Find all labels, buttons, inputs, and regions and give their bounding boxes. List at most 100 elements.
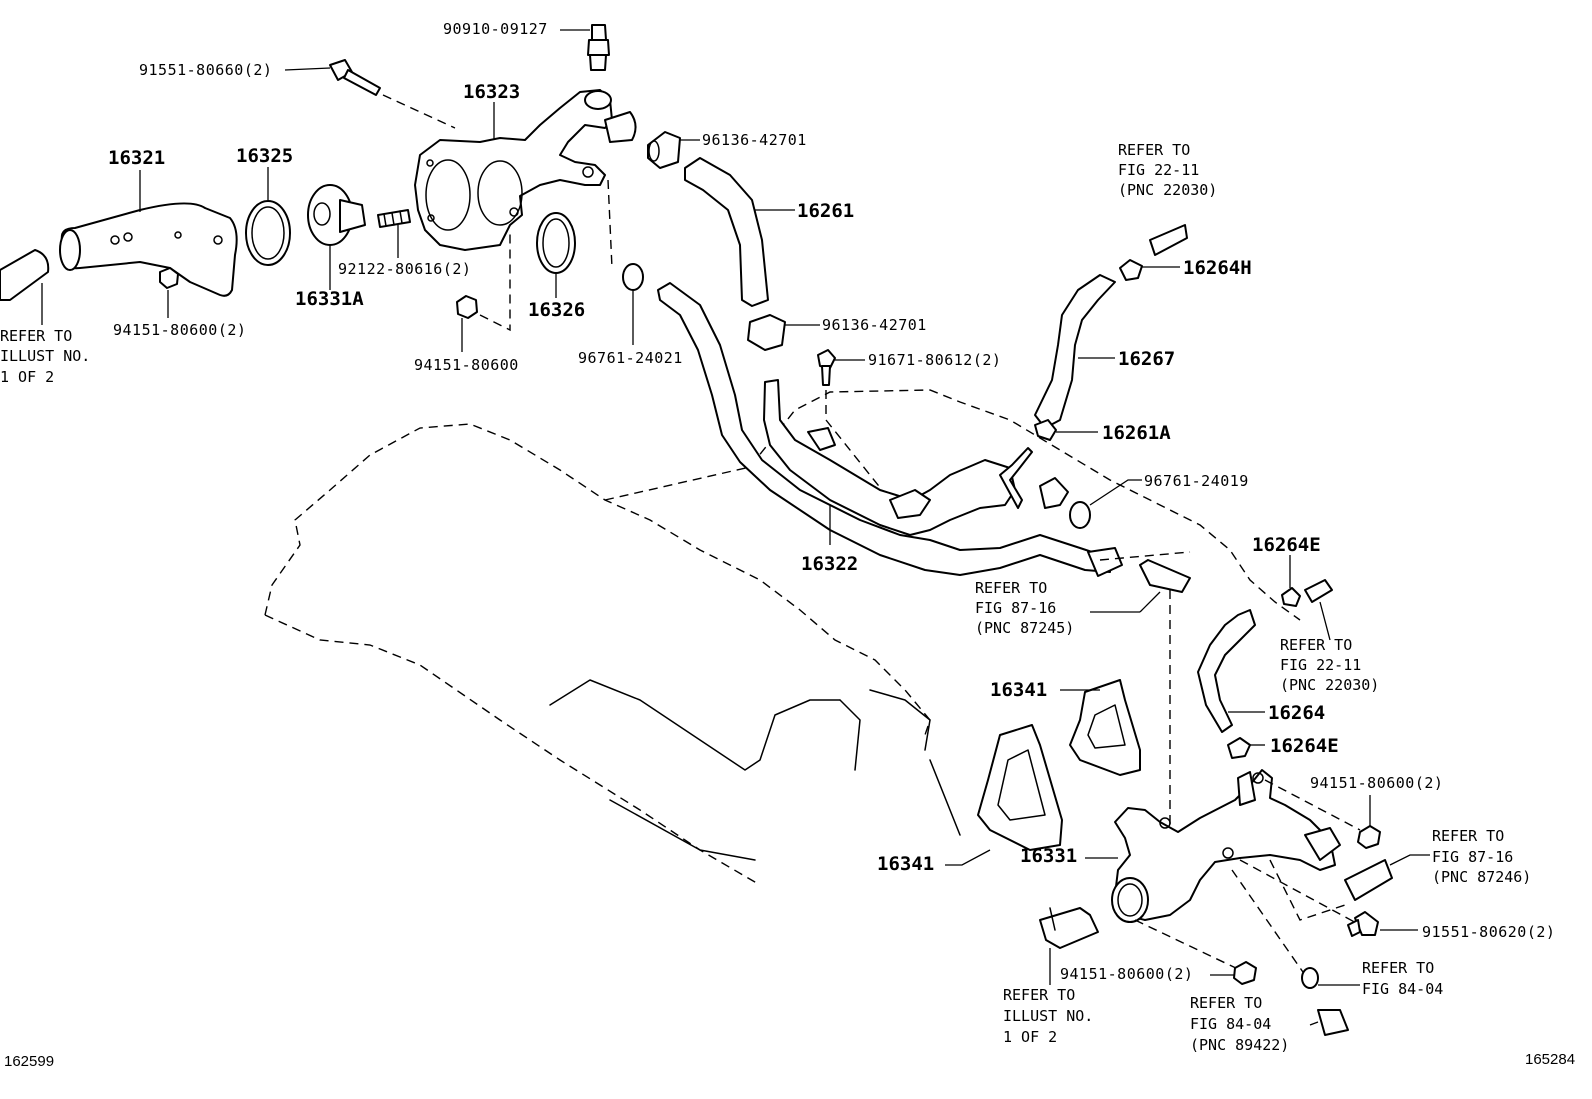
label-16323: 16323 xyxy=(463,81,520,103)
label-16261A: 16261A xyxy=(1102,422,1171,444)
ref-fig22-right: REFER TO FIG 22-11 (PNC 22030) xyxy=(1280,636,1379,694)
hose-to-fig87-245 xyxy=(1090,559,1191,613)
pump-guide-lines xyxy=(1134,779,1361,976)
inlet-hose-stub xyxy=(0,249,50,325)
gasket-16326 xyxy=(536,212,576,298)
gasket-16341-top xyxy=(1060,679,1141,776)
label-96136-42701-bottom: 96136-42701 xyxy=(822,316,927,334)
water-inlet-pipe-16321 xyxy=(59,170,238,297)
label-94151-80600-right: 94151-80600(2) xyxy=(1310,774,1443,792)
ref-fig87-87246: REFER TO FIG 87-16 (PNC 87246) xyxy=(1432,827,1531,886)
reference-notes: REFER TO ILLUST NO. 1 OF 2 REFER TO FIG … xyxy=(0,141,1531,1054)
o-ring-96761-24021 xyxy=(607,179,644,345)
clamp-16261A xyxy=(1034,419,1098,441)
label-16325: 16325 xyxy=(236,145,293,167)
label-91671-80612: 91671-80612(2) xyxy=(868,351,1001,369)
svg-text:(PNC 89422): (PNC 89422) xyxy=(1190,1036,1289,1054)
label-94151-80600-left: 94151-80600(2) xyxy=(113,321,246,339)
bolt-91551-80620 xyxy=(1347,911,1418,937)
svg-text:FIG 84-04: FIG 84-04 xyxy=(1362,980,1443,998)
svg-text:(PNC 87245): (PNC 87245) xyxy=(975,619,1074,637)
part-number-labels: 16321 16325 16323 16331A 16326 16261 163… xyxy=(108,20,1555,983)
label-16264: 16264 xyxy=(1268,702,1325,724)
label-91551-80660: 91551-80660(2) xyxy=(139,61,272,79)
label-90910-09127: 90910-09127 xyxy=(443,20,548,38)
water-outlet-housing-16323 xyxy=(414,89,637,251)
gasket-16325 xyxy=(245,167,291,266)
nut-94151-middle xyxy=(456,230,511,352)
label-16321: 16321 xyxy=(108,147,165,169)
label-94151-80600-middle: 94151-80600 xyxy=(414,356,519,374)
water-bypass-pipe-16322 xyxy=(657,282,1123,577)
nut-94151-right xyxy=(1357,795,1381,849)
label-96136-42701-top: 96136-42701 xyxy=(702,131,807,149)
label-16261: 16261 xyxy=(797,200,854,222)
svg-text:REFER TO: REFER TO xyxy=(0,327,72,345)
svg-text:REFER TO: REFER TO xyxy=(1432,827,1504,845)
label-16264E-top: 16264E xyxy=(1252,534,1321,556)
nut-94151-left xyxy=(159,267,179,318)
svg-text:REFER TO: REFER TO xyxy=(1118,141,1190,159)
svg-text:REFER TO: REFER TO xyxy=(1362,959,1434,977)
label-91551-80620: 91551-80620(2) xyxy=(1422,923,1555,941)
nut-94151-bottom xyxy=(1210,961,1257,985)
footer-code-right: 165284 xyxy=(1525,1051,1575,1068)
label-94151-80600-bottom: 94151-80600(2) xyxy=(1060,965,1193,983)
bolt-91671 xyxy=(817,349,891,501)
svg-text:REFER TO: REFER TO xyxy=(975,579,1047,597)
ref-fig84-right: REFER TO FIG 84-04 xyxy=(1362,959,1443,998)
stud-92122 xyxy=(377,209,411,258)
svg-text:1 OF 2: 1 OF 2 xyxy=(0,368,54,386)
label-16326: 16326 xyxy=(528,299,585,321)
clamp-16264E-bottom xyxy=(1227,737,1265,759)
svg-text:REFER TO: REFER TO xyxy=(1003,986,1075,1004)
hose-to-illust-bottom xyxy=(1039,907,1099,985)
label-16267: 16267 xyxy=(1118,348,1175,370)
clamp-96136-bottom xyxy=(747,314,820,351)
label-16341-bottom: 16341 xyxy=(877,853,934,875)
hose-to-fig87-246 xyxy=(1344,854,1430,901)
hose-to-fig22-right xyxy=(1304,579,1333,641)
washer-fig84 xyxy=(1301,967,1360,989)
thermostat-16331A xyxy=(307,184,366,290)
svg-text:(PNC 87246): (PNC 87246) xyxy=(1432,868,1531,886)
hose-16267 xyxy=(1034,274,1116,429)
label-96761-24021: 96761-24021 xyxy=(578,349,683,367)
sensor-90910 xyxy=(560,24,610,71)
svg-text:REFER TO: REFER TO xyxy=(1190,994,1262,1012)
svg-text:FIG 87-16: FIG 87-16 xyxy=(975,599,1056,617)
ref-fig22-top: REFER TO FIG 22-11 (PNC 22030) xyxy=(1118,141,1217,199)
label-16331: 16331 xyxy=(1020,845,1077,867)
ref-illust-left: REFER TO ILLUST NO. 1 OF 2 xyxy=(0,327,90,386)
svg-text:1 OF 2: 1 OF 2 xyxy=(1003,1028,1057,1046)
svg-text:REFER TO: REFER TO xyxy=(1280,636,1352,654)
svg-text:FIG 22-11: FIG 22-11 xyxy=(1280,656,1361,674)
label-16264H: 16264H xyxy=(1183,257,1252,279)
label-96761-24019: 96761-24019 xyxy=(1144,472,1249,490)
label-16322: 16322 xyxy=(801,553,858,575)
label-16341-top: 16341 xyxy=(990,679,1047,701)
svg-text:(PNC 22030): (PNC 22030) xyxy=(1118,181,1217,199)
clamp-96136-top xyxy=(647,131,700,169)
svg-text:FIG 84-04: FIG 84-04 xyxy=(1190,1015,1271,1033)
gasket-16341-bottom xyxy=(945,724,1063,866)
clamp-16264E-top xyxy=(1281,555,1301,607)
water-inlet-16331 xyxy=(1085,769,1341,923)
o-ring-96761-24019 xyxy=(1069,479,1142,529)
svg-text:FIG 87-16: FIG 87-16 xyxy=(1432,848,1513,866)
label-92122-80616: 92122-80616(2) xyxy=(338,260,471,278)
engine-block-outline xyxy=(264,389,1301,886)
clamp-16264H xyxy=(1119,224,1188,281)
ref-fig84-89422: REFER TO FIG 84-04 (PNC 89422) xyxy=(1190,994,1289,1054)
label-16264E-bottom: 16264E xyxy=(1270,735,1339,757)
ref-fig87-87245: REFER TO FIG 87-16 (PNC 87245) xyxy=(975,579,1074,637)
svg-text:ILLUST NO.: ILLUST NO. xyxy=(1003,1007,1093,1025)
ref-illust-bottom: REFER TO ILLUST NO. 1 OF 2 xyxy=(1003,986,1093,1046)
svg-text:FIG 22-11: FIG 22-11 xyxy=(1118,161,1199,179)
svg-text:(PNC 22030): (PNC 22030) xyxy=(1280,676,1379,694)
svg-text:ILLUST NO.: ILLUST NO. xyxy=(0,347,90,365)
hose-16264 xyxy=(1197,609,1265,733)
label-16331A: 16331A xyxy=(295,288,364,310)
